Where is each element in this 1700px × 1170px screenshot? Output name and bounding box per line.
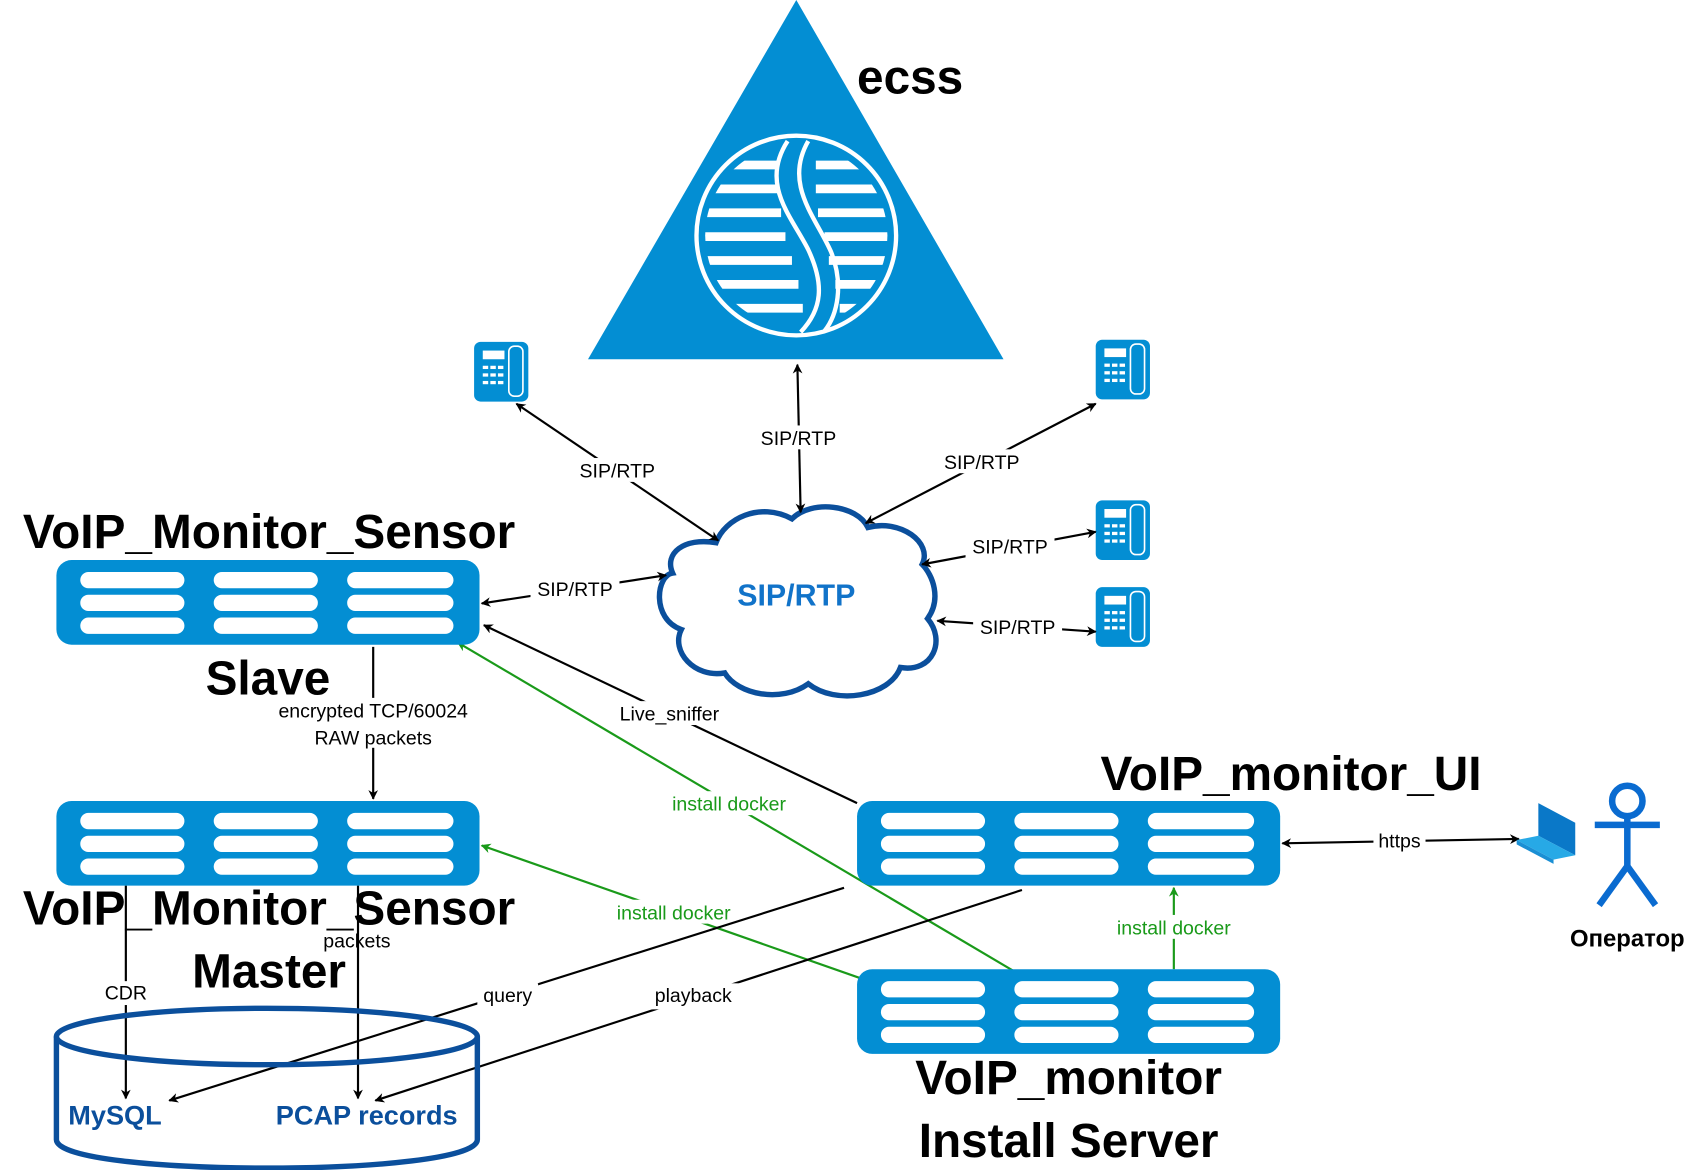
edge-label: packets [323,931,390,953]
edge-label: SIP/RTP [580,461,656,483]
server-rack-icon [857,800,1281,886]
edge-cloud-sensor-slave: SIP/RTP [480,571,668,607]
edge-install-slave: install docker [456,641,1015,973]
database-cylinder-icon [53,1005,481,1170]
edge-install-ui: install docker [1106,886,1242,970]
edge-laptop-ui-https: https [1281,829,1520,854]
voip-monitor-ui-node[interactable]: VoIP_monitor_UI [857,748,1481,886]
db-store-pcap-records: PCAP records [276,1099,458,1130]
edge-ui-pcap-playback: playback [374,888,1023,1103]
edge-cloud-phone-3: SIP/RTP [921,528,1097,568]
cloud-icon [656,504,939,699]
desk-phone-icon [473,341,530,403]
edge-cloud-phone-2: SIP/RTP [864,402,1097,525]
cloud-label: SIP/RTP [737,579,855,613]
edge-label: install docker [617,902,731,924]
ecss-triangle-logo-icon [588,0,1004,360]
edge-label: CDR [105,983,147,1005]
edge-cloud-phone-1: SIP/RTP [515,402,719,542]
desk-phone-icon [1094,586,1151,648]
ecss-label: ecss [857,51,963,104]
edge-label: SIP/RTP [972,537,1048,559]
edge-label-line-1: encrypted TCP/60024 [278,700,468,722]
edge-label-line-2: RAW packets [314,728,432,750]
sensor-slave-node[interactable]: VoIP_Monitor_Sensor Slave [23,506,515,706]
edge-install-master: install docker [480,843,867,982]
server-rack-icon [56,560,480,645]
edge-label: query [483,985,532,1007]
edge-label: Live_sniffer [620,704,720,726]
desk-phone-icon [1094,499,1151,561]
sensor-slave-title: VoIP_Monitor_Sensor [23,506,515,559]
operator-label: Оператор [1570,925,1685,952]
person-actor-icon [1594,782,1660,908]
edge-master-mysql-cdr: CDR [99,885,152,1100]
edge-cloud-ecss: SIP/RTP [755,363,842,514]
sensor-master-node[interactable]: VoIP_Monitor_Sensor Master [23,800,515,999]
ecss-node[interactable]: ecss [588,0,1004,360]
edge-slave-master: encrypted TCP/60024 RAW packets [266,646,480,800]
edge-label: install docker [1117,917,1231,939]
edge-label: install docker [672,794,786,816]
edge-label: SIP/RTP [944,452,1020,474]
db-store-mysql: MySQL [68,1099,161,1130]
database-node[interactable]: MySQL PCAP records [53,1005,481,1170]
server-rack-icon [56,800,480,886]
edge-label: SIP/RTP [980,617,1056,639]
edge-label: SIP/RTP [537,579,613,601]
install-server-title: VoIP_monitor [915,1052,1222,1105]
edge-ui-slave-live-sniffer: Live_sniffer [482,624,858,805]
server-rack-icon [857,969,1281,1054]
edge-label: https [1378,831,1421,853]
install-server-node[interactable]: VoIP_monitor Install Server [857,969,1281,1168]
edge-cloud-phone-4: SIP/RTP [936,614,1097,639]
ui-title: VoIP_monitor_UI [1101,748,1482,801]
desk-phone-icon [1094,338,1151,401]
edge-label: playback [655,985,732,1007]
sensor-slave-subtitle: Slave [206,653,331,706]
edge-label: SIP/RTP [761,428,837,450]
sensor-master-title: VoIP_Monitor_Sensor [23,883,515,936]
sensor-master-subtitle: Master [192,946,346,999]
install-server-subtitle: Install Server [919,1115,1219,1168]
operator-node[interactable]: Оператор [1570,782,1685,953]
laptop-icon [1516,803,1576,864]
sip-rtp-cloud-node[interactable]: SIP/RTP [656,504,939,699]
